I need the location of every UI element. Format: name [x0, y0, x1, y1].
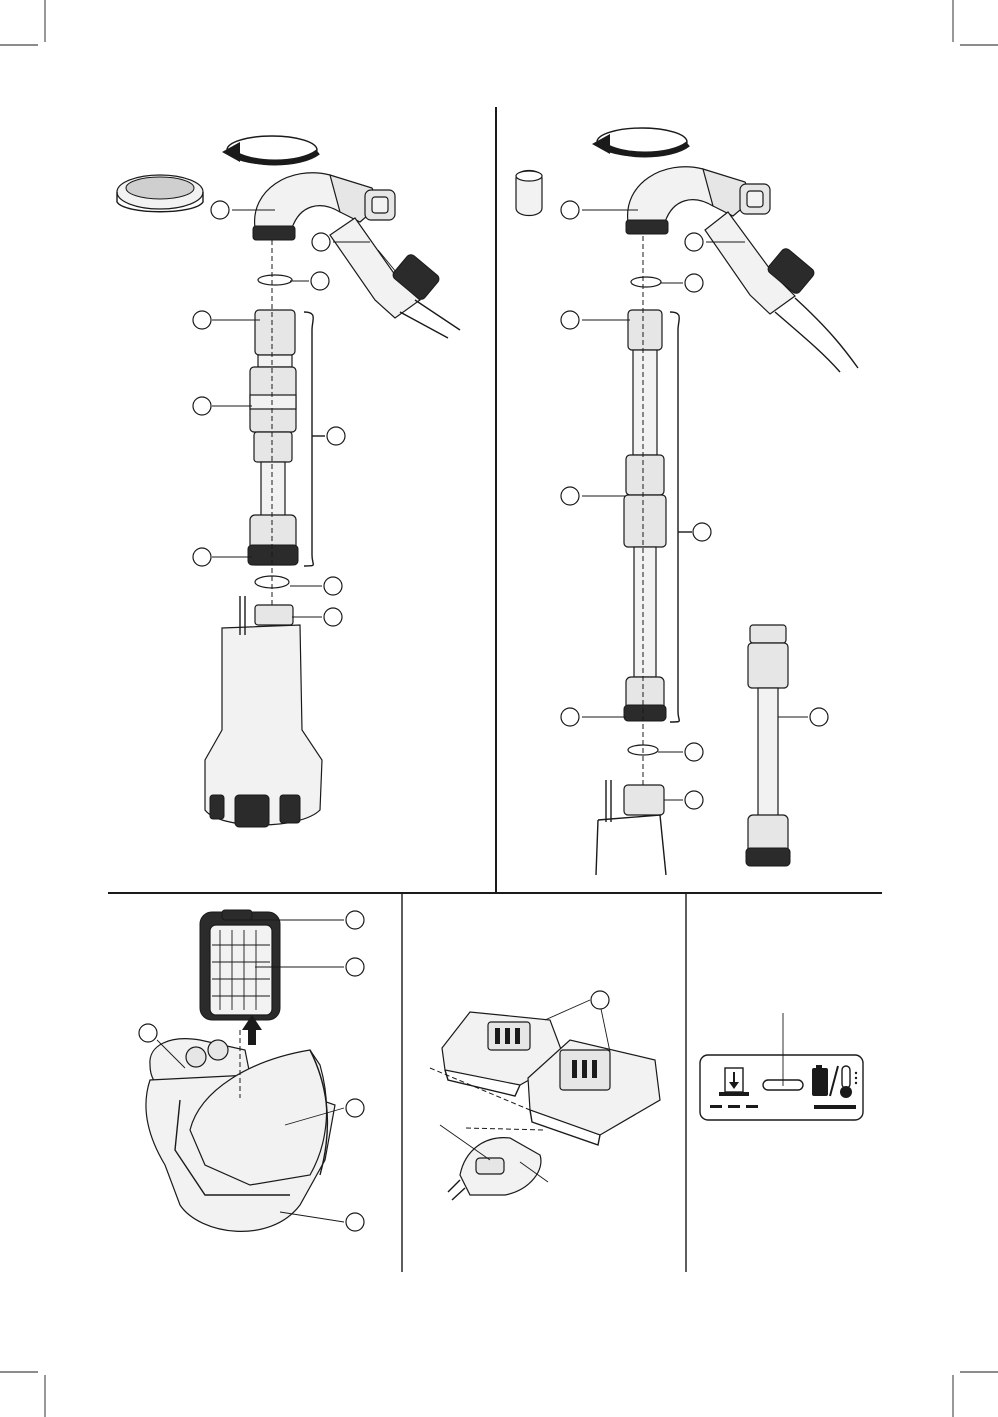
sieve-cap — [117, 175, 203, 212]
battery-icon — [812, 1065, 828, 1096]
callout-7a — [193, 548, 211, 566]
callout-2b — [685, 233, 703, 251]
pump-assembly-variant-b — [516, 128, 858, 875]
callout-8b — [685, 743, 703, 761]
callout-5c — [346, 1213, 364, 1231]
callout-7b — [561, 708, 579, 726]
extension-pipe — [746, 625, 790, 866]
callout-3b — [685, 274, 703, 292]
charger-adapter — [448, 1138, 541, 1200]
elbow-fitting — [253, 173, 395, 240]
telescopic-pipe-long — [624, 310, 692, 722]
callout-9a — [324, 608, 342, 626]
callout-8a — [324, 577, 342, 595]
callout-5a — [193, 397, 211, 415]
slash-separator — [830, 1066, 838, 1096]
telescopic-pipe — [248, 310, 325, 566]
submersible-pump-body — [205, 596, 322, 827]
callout-4b — [561, 311, 579, 329]
water-level-icon — [719, 1068, 749, 1096]
pump-body-partial — [596, 780, 666, 875]
callout-6b — [693, 523, 711, 541]
small-filter-cap — [516, 171, 542, 216]
rotate-arrow-icon — [222, 136, 318, 164]
elbow-fitting — [626, 167, 770, 234]
callout-1c — [346, 911, 364, 929]
callout-6a — [327, 427, 345, 445]
callout-3a — [311, 272, 329, 290]
callout-9b — [685, 791, 703, 809]
seal-ring — [631, 277, 661, 287]
callout-4c — [346, 1099, 364, 1117]
battery-filter-housing — [139, 910, 364, 1231]
control-panel — [700, 1013, 863, 1120]
callout-1b — [561, 201, 579, 219]
thermometer-icon — [840, 1066, 857, 1098]
seal-ring — [258, 275, 292, 285]
callout-3c — [139, 1024, 157, 1042]
callout-4a — [193, 311, 211, 329]
rotate-arrow-icon — [592, 128, 688, 156]
filter-cartridge — [200, 910, 280, 1020]
garden-hose — [330, 218, 460, 338]
status-solid-indicator — [814, 1105, 856, 1109]
status-dash-indicator — [710, 1105, 758, 1108]
callout-2a — [312, 233, 330, 251]
callout-5b — [561, 487, 579, 505]
callout-10b — [810, 708, 828, 726]
pump-assembly-variant-a — [117, 136, 460, 827]
battery-charger — [430, 991, 660, 1200]
callout-1a — [211, 201, 229, 219]
garden-hose — [705, 212, 858, 372]
callout-1d — [591, 991, 609, 1009]
callout-2c — [346, 958, 364, 976]
